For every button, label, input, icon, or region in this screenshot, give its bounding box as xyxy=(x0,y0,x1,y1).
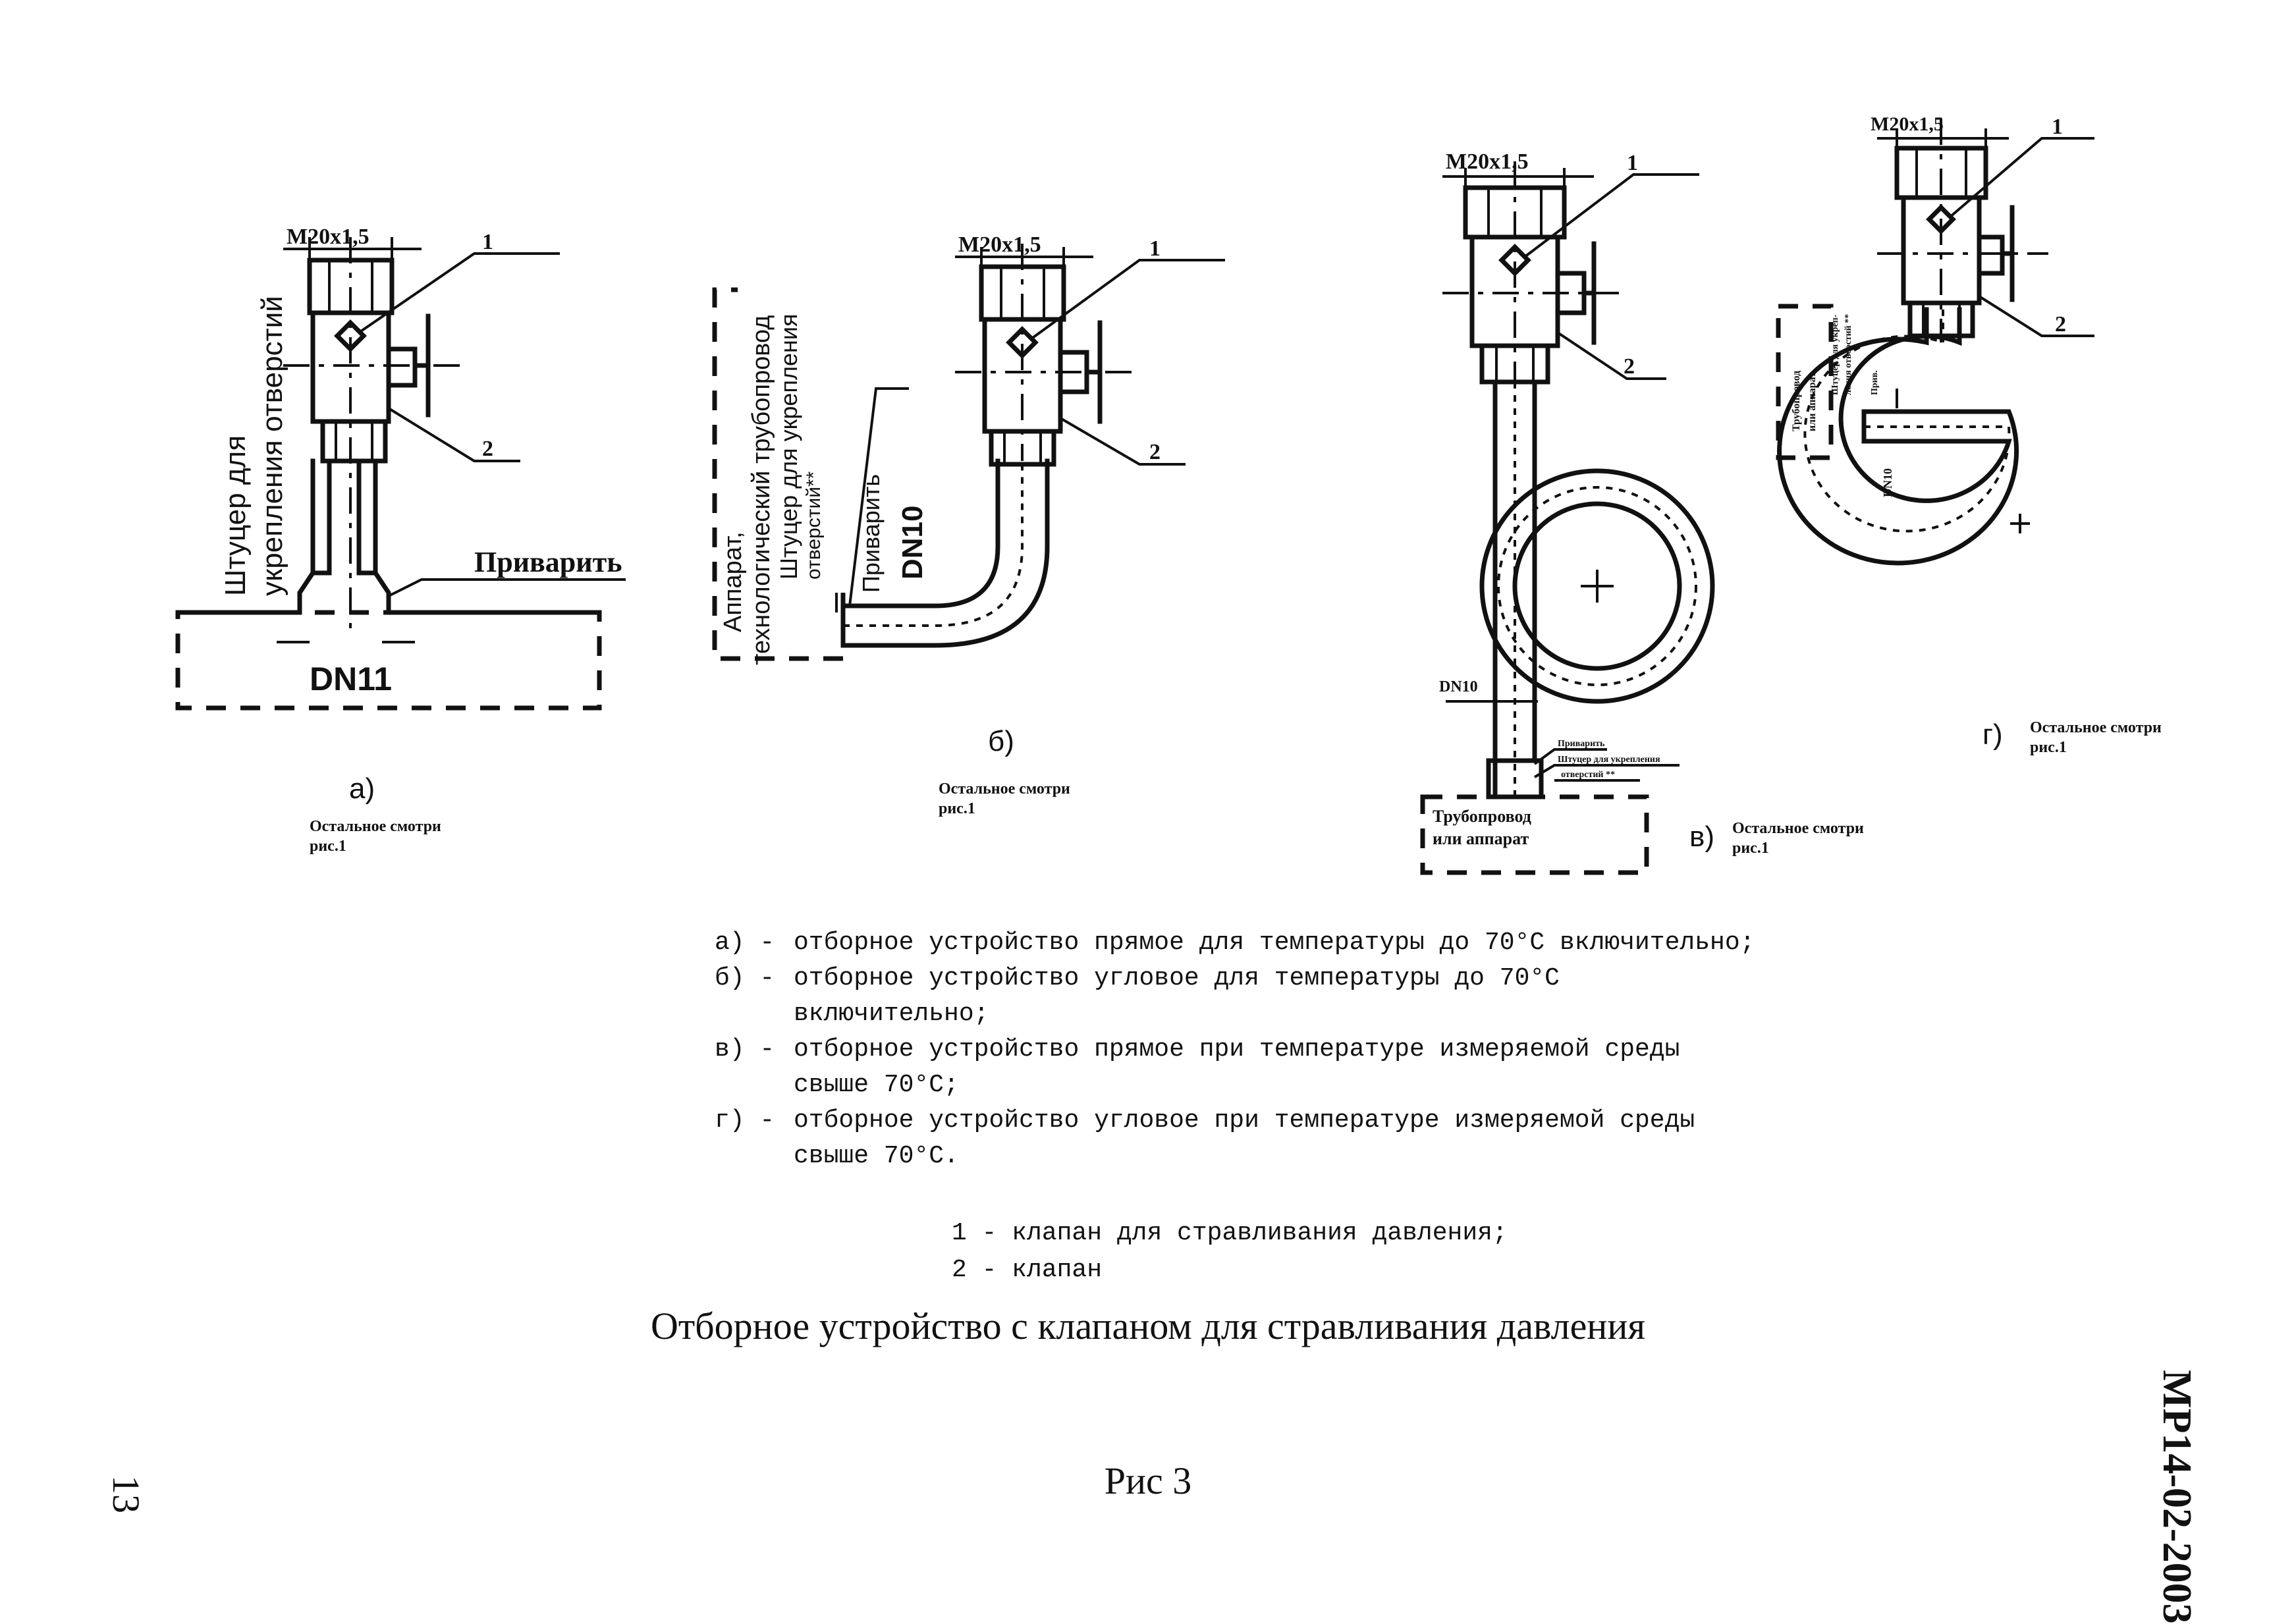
figure-number: Рис 3 xyxy=(1104,1459,1192,1502)
dn-label-g: DN10 xyxy=(1881,468,1894,497)
fitting-label-g-1: Штуцер для укреп- xyxy=(1830,314,1840,395)
dn-label-b: DN10 xyxy=(896,506,929,580)
coil-v-outer xyxy=(1479,468,1715,704)
dn-label-a: DN11 xyxy=(310,661,392,697)
fitting-label-b-2: отверстий** xyxy=(803,471,825,580)
callout-1-v: 1 xyxy=(1627,151,1638,175)
apparatus-label-b-1: Аппарат, xyxy=(719,531,747,632)
pipeline-label-v-2: или аппарат xyxy=(1433,829,1529,848)
legend-text: отборное устройство прямое для температу… xyxy=(794,929,1755,957)
callout-1-b: 1 xyxy=(1149,236,1161,261)
parts-item: 2 - клапан xyxy=(952,1256,1103,1284)
apparatus-label-b-2: технологический трубопровод xyxy=(748,315,775,665)
legend-key: в) - xyxy=(715,1035,775,1064)
note-b-1: Остальное смотри xyxy=(939,780,1070,798)
thread-label-g: M20x1,5 xyxy=(1871,113,1944,135)
loop-pipe-g-outer xyxy=(1777,307,2019,566)
fitting-label-v-2: отверстий ** xyxy=(1561,770,1615,780)
dn-label-v: DN10 xyxy=(1439,678,1478,695)
fitting-label-g-2: ления отверстий ** xyxy=(1844,314,1853,395)
fitting-label-b-1: Штуцер для укрепления xyxy=(775,314,802,580)
document-id: МР14-02-2003 xyxy=(2154,1370,2199,1624)
figure-a xyxy=(175,237,626,711)
page-number: 13 xyxy=(105,1475,148,1513)
fitting-label-a-1: Штуцер для xyxy=(219,435,252,596)
legend-item: в) - отборное устройство прямое при темп… xyxy=(715,1032,1768,1103)
thread-label-v: M20x1,5 xyxy=(1446,149,1529,174)
legend-key: б) - xyxy=(715,964,775,992)
callout-2-b: 2 xyxy=(1149,440,1161,464)
note-v-1: Остальное смотри xyxy=(1732,820,1864,837)
legend-text: отборное устройство угловое для температ… xyxy=(794,964,1560,1028)
callout-2-v: 2 xyxy=(1624,354,1635,379)
note-g-2: рис.1 xyxy=(2030,739,2067,756)
note-a-2: рис.1 xyxy=(310,838,346,855)
callout-2-g: 2 xyxy=(2055,312,2066,337)
legend-text: отборное устройство угловое при температ… xyxy=(794,1106,1695,1170)
figure-b xyxy=(712,244,1225,661)
figure-letter-b: б) xyxy=(988,725,1014,757)
fitting-label-v-1: Штуцер для укрепления xyxy=(1558,755,1660,765)
callout-1-a: 1 xyxy=(482,230,493,254)
weld-label-v: Приварить xyxy=(1558,739,1605,749)
pipeline-label-g-2: или аппарат xyxy=(1807,372,1818,431)
legend-item: а) - отборное устройство прямое для темп… xyxy=(715,925,1768,961)
figure-letter-v: в) xyxy=(1689,821,1714,853)
bent-pipe-b-inner xyxy=(840,458,1050,648)
thread-label-a: M20x1,5 xyxy=(287,225,369,249)
note-v-2: рис.1 xyxy=(1732,840,1769,857)
callout-2-a: 2 xyxy=(482,437,493,461)
thread-label-b: M20x1,5 xyxy=(958,232,1041,257)
bent-pipe-b-outer xyxy=(840,458,1000,609)
lower-nut-a xyxy=(320,419,388,464)
legend-item: б) - отборное устройство угловое для тем… xyxy=(715,961,1768,1032)
figure-letter-a: а) xyxy=(349,772,375,805)
figure-letter-g: г) xyxy=(1982,718,2003,751)
weld-label-g: Прив. xyxy=(1870,370,1880,395)
fitting-a-right xyxy=(373,458,391,615)
weld-label-a: Приварить xyxy=(474,546,622,578)
fitting-a-left xyxy=(297,458,315,615)
figure-caption: Отборное устройство с клапаном для страв… xyxy=(650,1305,1646,1347)
legend-key: а) - xyxy=(715,929,775,957)
note-a-1: Остальное смотри xyxy=(310,818,441,835)
legend-key: г) - xyxy=(715,1106,775,1135)
loop-pipe-g-inner xyxy=(1838,307,2012,503)
pipeline-label-v-1: Трубопровод xyxy=(1433,807,1531,826)
callout-1-g: 1 xyxy=(2052,115,2063,139)
note-g-1: Остальное смотри xyxy=(2030,719,2162,736)
parts-item: 1 - клапан для стравливания давления; xyxy=(952,1219,1508,1247)
technical-drawing: M20x1,5 1 2 Штуцер для укрепления отверс… xyxy=(175,113,2162,875)
fitting-label-a-2: укрепления отверстий xyxy=(256,296,288,596)
figure-v xyxy=(1420,161,1715,875)
weld-label-b: Приварить xyxy=(858,474,885,593)
coil-v-inner xyxy=(1512,501,1682,671)
pipeline-label-g-1: Трубопровод xyxy=(1791,371,1802,431)
bleed-valve-cap-g xyxy=(1894,146,1988,200)
legend-text: отборное устройство прямое при температу… xyxy=(794,1035,1680,1099)
figure-g xyxy=(1776,119,2094,566)
apparatus-b xyxy=(712,287,843,661)
note-b-2: рис.1 xyxy=(939,800,975,817)
parts-list: 1 - клапан для стравливания давления; 2 … xyxy=(952,1215,1508,1289)
figure-legend: а) - отборное устройство прямое для темп… xyxy=(715,925,1768,1174)
legend-item: г) - отборное устройство угловое при тем… xyxy=(715,1103,1768,1174)
